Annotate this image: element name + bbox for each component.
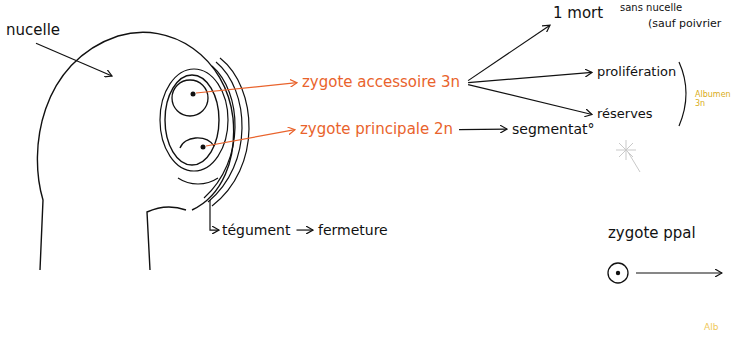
text-label: sans nucelle [620, 2, 682, 14]
text-label: (sauf poivrier [648, 18, 721, 31]
leader-lines [36, 25, 592, 230]
embryo-sac [160, 69, 228, 171]
main-zygote-dot [201, 145, 206, 150]
leader-arrow [468, 85, 592, 115]
leader-arrow [459, 128, 507, 130]
accessory-zygote-cell [172, 80, 208, 116]
tegument [178, 178, 218, 184]
text-label: segmentat° [512, 121, 594, 137]
leader-arrow [36, 43, 112, 76]
leader-arrow [196, 83, 297, 93]
text-label: zygote principale 2n [300, 121, 453, 138]
text-label: nucelle [6, 22, 60, 39]
tegument [212, 58, 249, 206]
main-zygote-symbol-dot [616, 271, 620, 275]
accessory-zygote-dot [191, 92, 196, 97]
faded-sketch [616, 140, 640, 172]
tegument [204, 66, 235, 198]
text-label: tégument [222, 222, 290, 238]
bracket [679, 62, 686, 126]
text-label: prolifération [597, 65, 676, 80]
text-label: 1 mort [553, 5, 603, 22]
leader-arrow [210, 200, 219, 230]
text-label: Albumen 3n [695, 90, 729, 108]
main-zygote-symbol [608, 263, 628, 283]
leader-arrow [468, 72, 592, 82]
leader-arrow [468, 25, 550, 80]
text-label: réserves [597, 107, 653, 122]
arrow [636, 272, 722, 273]
leader-arrow [296, 229, 313, 230]
text-label: Alb [704, 322, 718, 332]
text-label: fermeture [318, 222, 388, 238]
embryo-sac [165, 75, 219, 165]
leader-arrow [206, 130, 295, 146]
text-label: zygote accessoire 3n [302, 74, 460, 91]
nucelle-outline [147, 207, 186, 270]
main-zygote-cell [180, 138, 214, 148]
nucelle-outline [37, 32, 233, 270]
text-label: zygote ppal [608, 225, 696, 242]
